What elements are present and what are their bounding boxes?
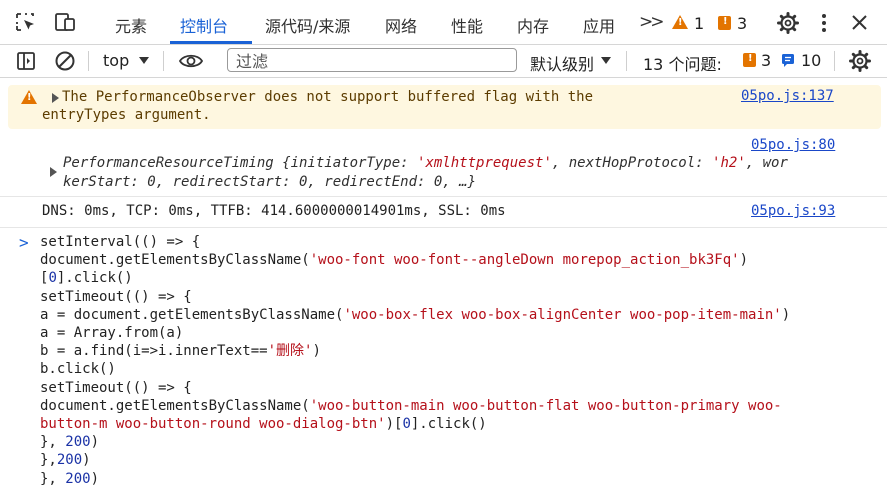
filter-input-box[interactable] xyxy=(227,48,517,72)
toolbar-divider xyxy=(834,51,835,71)
more-options-icon[interactable] xyxy=(818,12,830,34)
expand-object-arrow-icon[interactable] xyxy=(50,167,57,177)
source-link[interactable]: 05po.js:80 xyxy=(751,137,836,153)
toolbar-divider xyxy=(626,51,627,71)
close-icon[interactable] xyxy=(851,14,868,31)
object-log-line[interactable]: PerformanceResourceTiming {initiatorType… xyxy=(63,155,788,171)
tab-console[interactable]: 控制台 xyxy=(180,17,229,36)
toolbar-divider xyxy=(88,51,89,71)
toolbar-divider xyxy=(163,51,164,71)
log-level-caret-icon[interactable] xyxy=(601,57,611,64)
log-level-selector[interactable]: 默认级别 xyxy=(530,55,595,74)
row-divider xyxy=(0,227,887,228)
console-prompt: > xyxy=(19,233,29,252)
issues-info-icon[interactable] xyxy=(781,53,795,67)
live-expression-eye-icon[interactable] xyxy=(178,51,204,71)
issues-label[interactable]: 13 个问题: xyxy=(643,55,722,74)
warning-icon: ! xyxy=(21,90,37,104)
object-log-line[interactable]: kerStart: 0, redirectStart: 0, redirectE… xyxy=(63,174,477,190)
tab-elements[interactable]: 元素 xyxy=(115,17,148,36)
filter-input[interactable] xyxy=(234,50,508,72)
timing-log-text: DNS: 0ms, TCP: 0ms, TTFB: 414.6000000014… xyxy=(42,203,506,219)
source-link[interactable]: 05po.js:93 xyxy=(751,203,836,219)
tab-application[interactable]: 应用 xyxy=(583,17,616,36)
issues-warning-count[interactable]: 3 xyxy=(761,51,772,70)
console-output: ! The PerformanceObserver does not suppo… xyxy=(0,78,887,500)
console-input-code[interactable]: setInterval(() => { document.getElements… xyxy=(40,234,791,487)
devtools-tab-bar: 元素 控制台 源代码/来源 网络 性能 内存 应用 >> ! 1 ! 3 xyxy=(0,0,887,45)
source-link[interactable]: 05po.js:137 xyxy=(741,88,834,104)
warning-count[interactable]: 1 xyxy=(694,14,705,33)
expand-arrow-icon[interactable] xyxy=(52,93,59,103)
settings-gear-icon[interactable] xyxy=(777,12,799,34)
context-selector[interactable]: top xyxy=(103,51,130,70)
console-toolbar: top 默认级别 13 个问题: ! 3 10 xyxy=(0,45,887,78)
more-tabs-button[interactable]: >> xyxy=(639,12,664,32)
inspect-element-icon[interactable] xyxy=(15,12,37,32)
issues-warning-icon[interactable]: ! xyxy=(743,53,756,67)
context-dropdown-caret-icon[interactable] xyxy=(139,57,149,64)
issues-icon[interactable]: ! xyxy=(718,16,731,30)
sidebar-toggle-icon[interactable] xyxy=(16,51,36,71)
clear-console-icon[interactable] xyxy=(54,50,76,72)
console-settings-gear-icon[interactable] xyxy=(849,50,871,72)
row-divider xyxy=(0,196,887,197)
tab-memory[interactable]: 内存 xyxy=(517,17,550,36)
issues-info-count[interactable]: 10 xyxy=(801,51,822,70)
tab-performance[interactable]: 性能 xyxy=(451,17,484,36)
tab-sources[interactable]: 源代码/来源 xyxy=(265,17,351,36)
active-tab-indicator xyxy=(170,41,252,44)
warning-text: The PerformanceObserver does not support… xyxy=(42,89,602,123)
issue-count[interactable]: 3 xyxy=(737,14,748,33)
console-warning-message[interactable]: ! The PerformanceObserver does not suppo… xyxy=(8,85,881,129)
device-toolbar-icon[interactable] xyxy=(54,12,76,32)
tab-network[interactable]: 网络 xyxy=(385,17,418,36)
warning-icon[interactable]: ! xyxy=(672,15,688,29)
